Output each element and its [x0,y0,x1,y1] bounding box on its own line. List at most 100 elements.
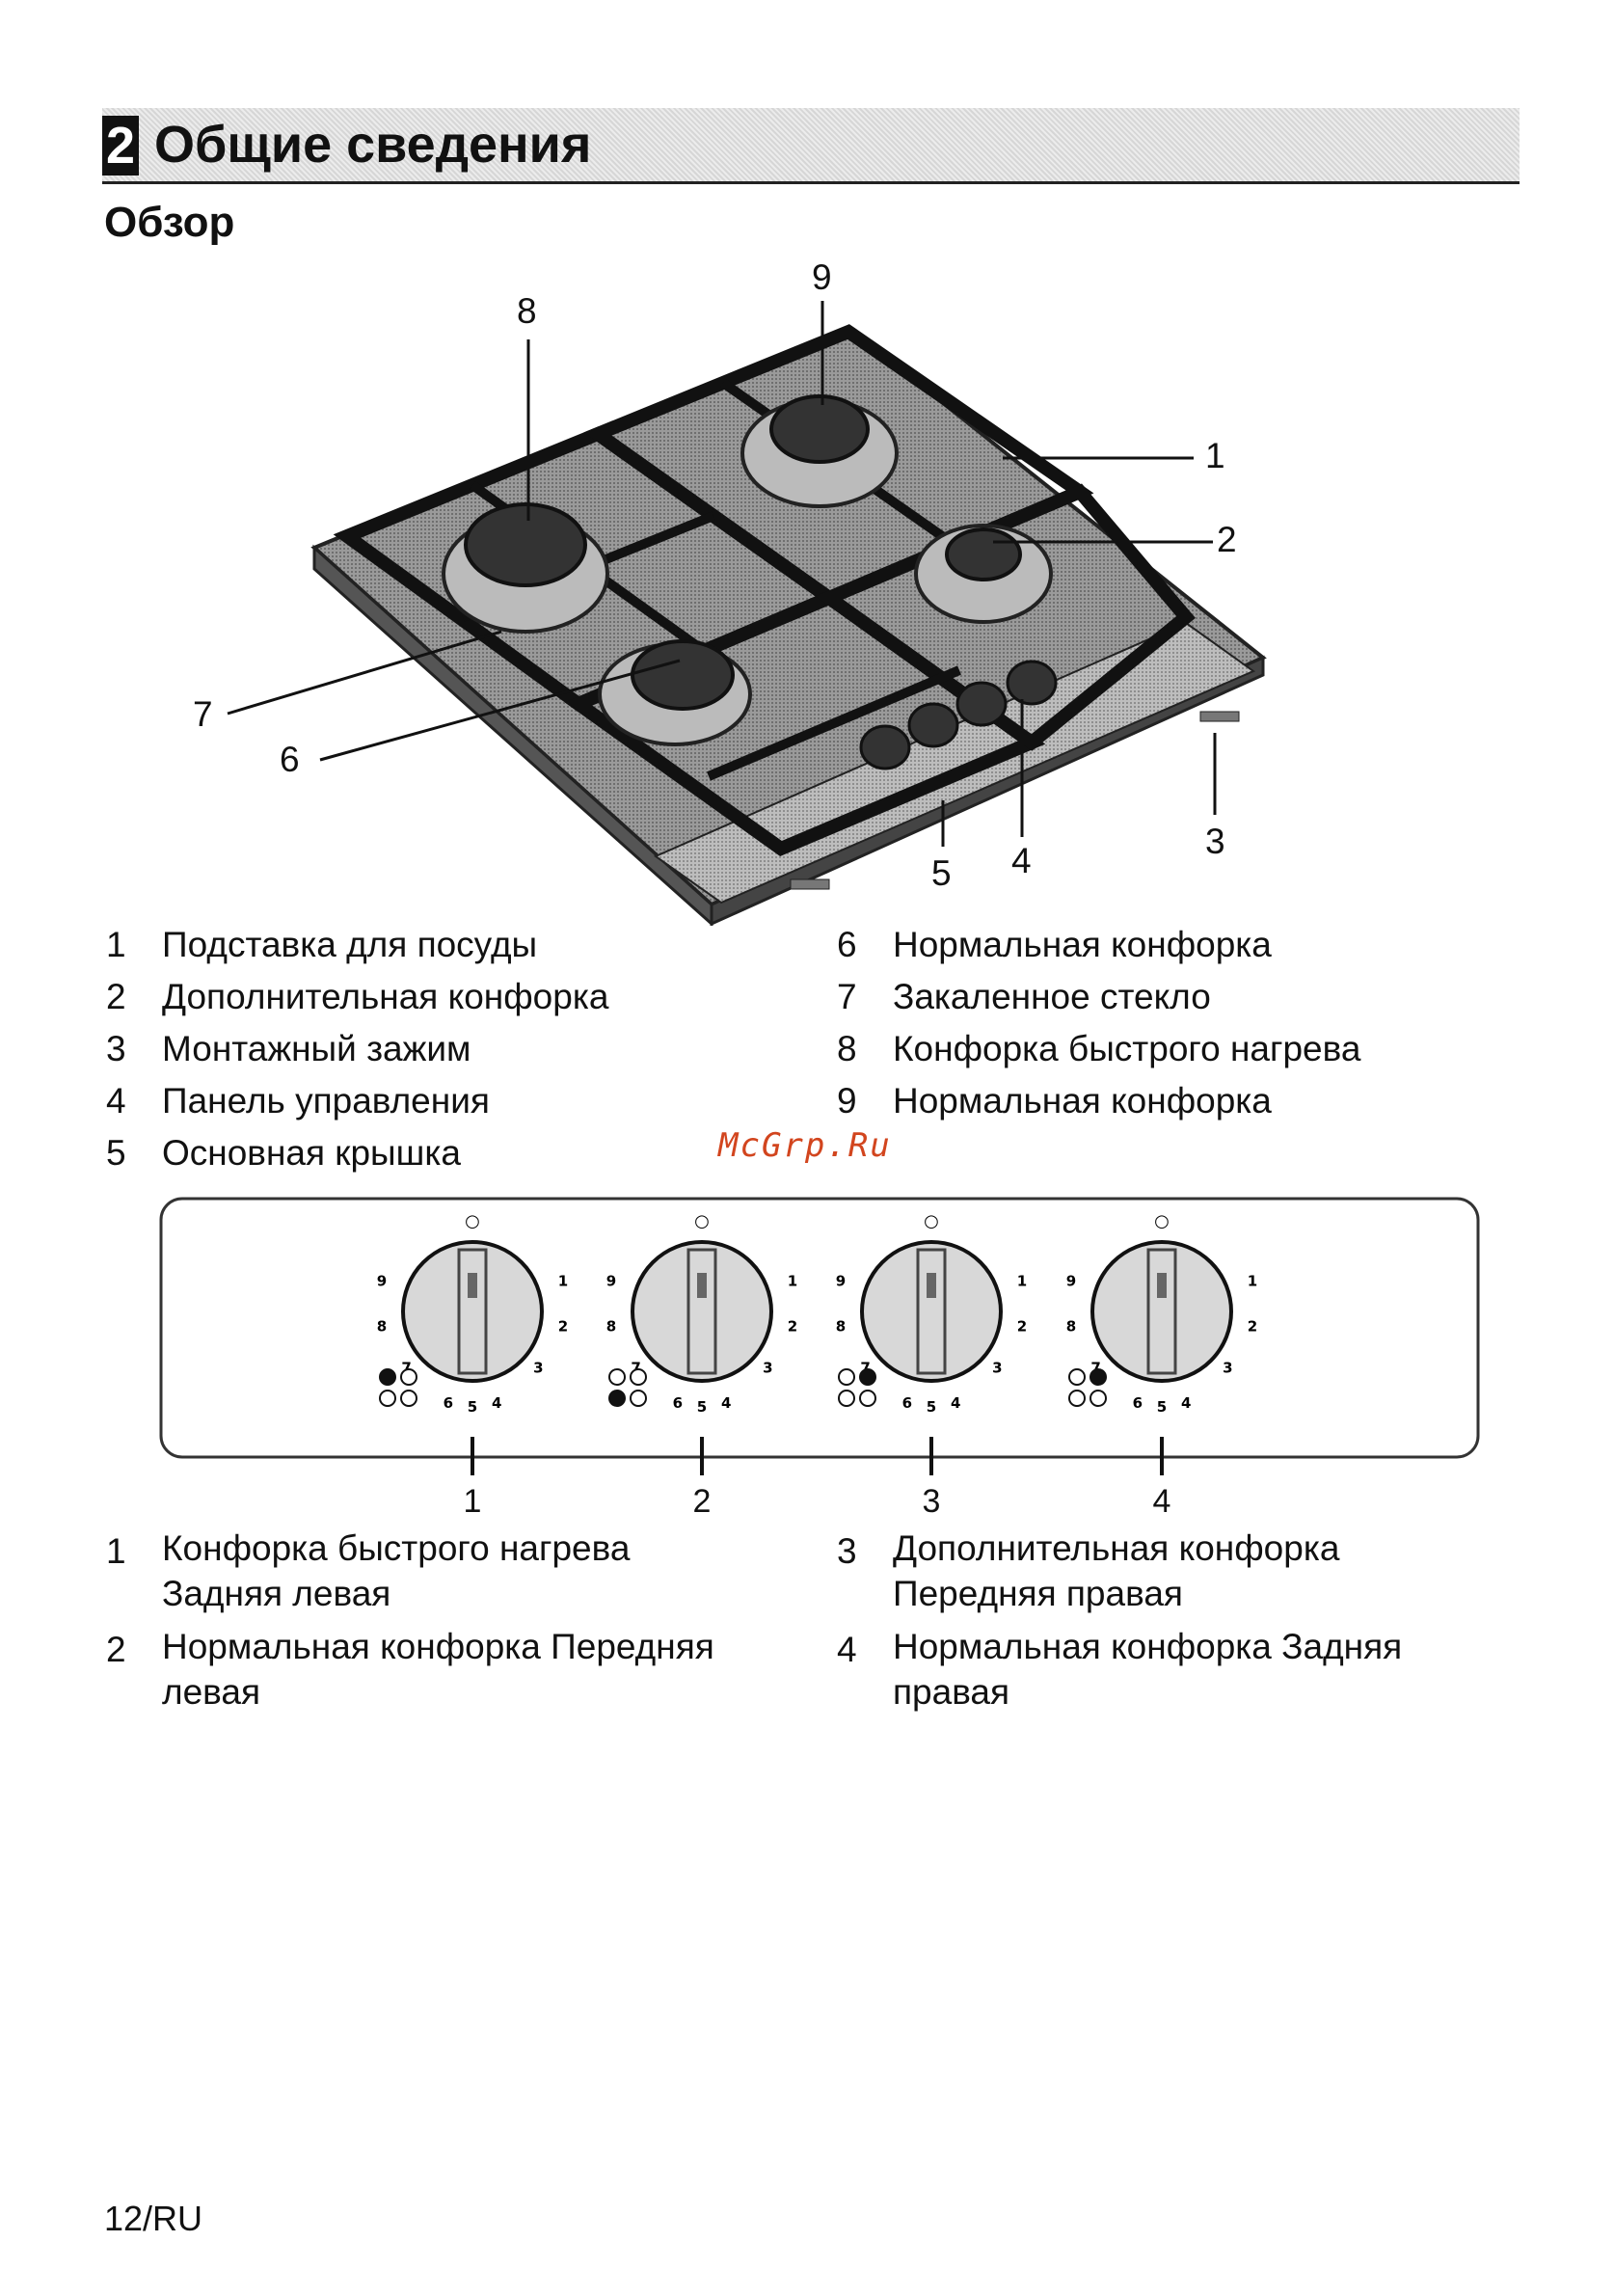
burner-indicator-dot [1089,1368,1107,1386]
callout-number: 1 [1205,436,1225,475]
scale-label: 7 [401,1360,411,1377]
scale-label: 8 [377,1317,387,1335]
burner-indicator-dot [608,1368,626,1386]
scale-label: 6 [902,1394,912,1412]
burner-indicator-dot [379,1368,396,1386]
burner-indicator-dot [400,1368,417,1386]
scale-label: 5 [468,1398,477,1416]
burner-indicator-dot [838,1368,855,1386]
burner-indicator-dot [1068,1368,1086,1386]
hob-illustration: 1 2 3 4 5 6 7 8 9 [193,257,1267,926]
burner-indicator-dot [400,1390,417,1407]
knob: ○ 1 2 3 456 7 8 9 [836,1211,1027,1416]
scale-label: 3 [1223,1360,1232,1377]
page-number: 12/RU [104,2199,203,2238]
scale-label: 4 [951,1394,960,1412]
watermark: McGrp.Ru [718,1126,892,1165]
callout-number: 8 [517,291,537,331]
burner-indicator-dot [630,1390,647,1407]
scale-label: 7 [860,1360,870,1377]
scale-label: 1 [1017,1273,1027,1290]
control-panel-illustration: ○123456789○123456789○123456789○123456789… [159,1197,1480,1520]
callout-number: 6 [280,740,300,779]
callout-number: 3 [1205,822,1225,861]
scale-label: 5 [697,1398,707,1416]
scale-off-mark: ○ [465,1211,480,1231]
overview-subtitle: Обзор [104,199,235,246]
section-title: Общие сведения [154,116,592,174]
scale-label: 5 [927,1398,936,1416]
knob: ○ 1 2 3 456 7 8 9 [377,1211,568,1416]
callout-number: 2 [693,1483,712,1520]
scale-label: 2 [788,1317,797,1335]
burner-indicator-dot [838,1390,855,1407]
scale-label: 3 [992,1360,1002,1377]
scale-label: 5 [1157,1398,1167,1416]
callout-number: 9 [812,257,832,297]
scale-label: 8 [606,1317,616,1335]
scale-label: 9 [1066,1273,1076,1290]
callout-number: 4 [1011,841,1032,880]
callout-number: 5 [931,853,952,893]
scale-label: 8 [1066,1317,1076,1335]
knob: ○ 1 2 3 456 7 8 9 [606,1211,797,1416]
scale-label: 1 [788,1273,797,1290]
knob-callouts: 1 2 3 4 [464,1437,1171,1520]
burner-indicator-dot [859,1390,876,1407]
callout-number: 1 [464,1483,482,1520]
scale-label: 3 [763,1360,772,1377]
scale-label: 2 [1017,1317,1027,1335]
callout-number: 4 [1153,1483,1171,1520]
scale-label: 2 [558,1317,568,1335]
scale-label: 6 [1133,1394,1143,1412]
callout-number: 2 [1217,520,1237,559]
callout-number: 3 [923,1483,941,1520]
burner-indicator-dot [1068,1390,1086,1407]
scale-label: 4 [721,1394,731,1412]
scale-label: 4 [1181,1394,1191,1412]
scale-label: 7 [631,1360,640,1377]
callout-number: 7 [193,694,213,734]
scale-off-mark: ○ [694,1211,710,1231]
scale-label: 1 [558,1273,568,1290]
scale-label: 9 [377,1273,387,1290]
scale-label: 1 [1248,1273,1257,1290]
scale-label: 9 [836,1273,846,1290]
scale-label: 8 [836,1317,846,1335]
burner-indicator-dot [608,1390,626,1407]
scale-label: 4 [492,1394,501,1412]
burner-indicator-dot [630,1368,647,1386]
scale-label: 7 [1090,1360,1100,1377]
scale-label: 9 [606,1273,616,1290]
scale-off-mark: ○ [924,1211,939,1231]
burner-indicator-dot [379,1390,396,1407]
scale-label: 6 [673,1394,683,1412]
burner-indicator-dot [859,1368,876,1386]
section-number: 2 [102,116,139,176]
scale-label: 6 [444,1394,453,1412]
burner-indicator-dot [1089,1390,1107,1407]
section-header: 2 Общие сведения [102,108,1520,184]
scale-label: 3 [533,1360,543,1377]
scale-off-mark: ○ [1154,1211,1170,1231]
scale-label: 2 [1248,1317,1257,1335]
knob: ○ 1 2 3 456 7 8 9 [1066,1211,1257,1416]
